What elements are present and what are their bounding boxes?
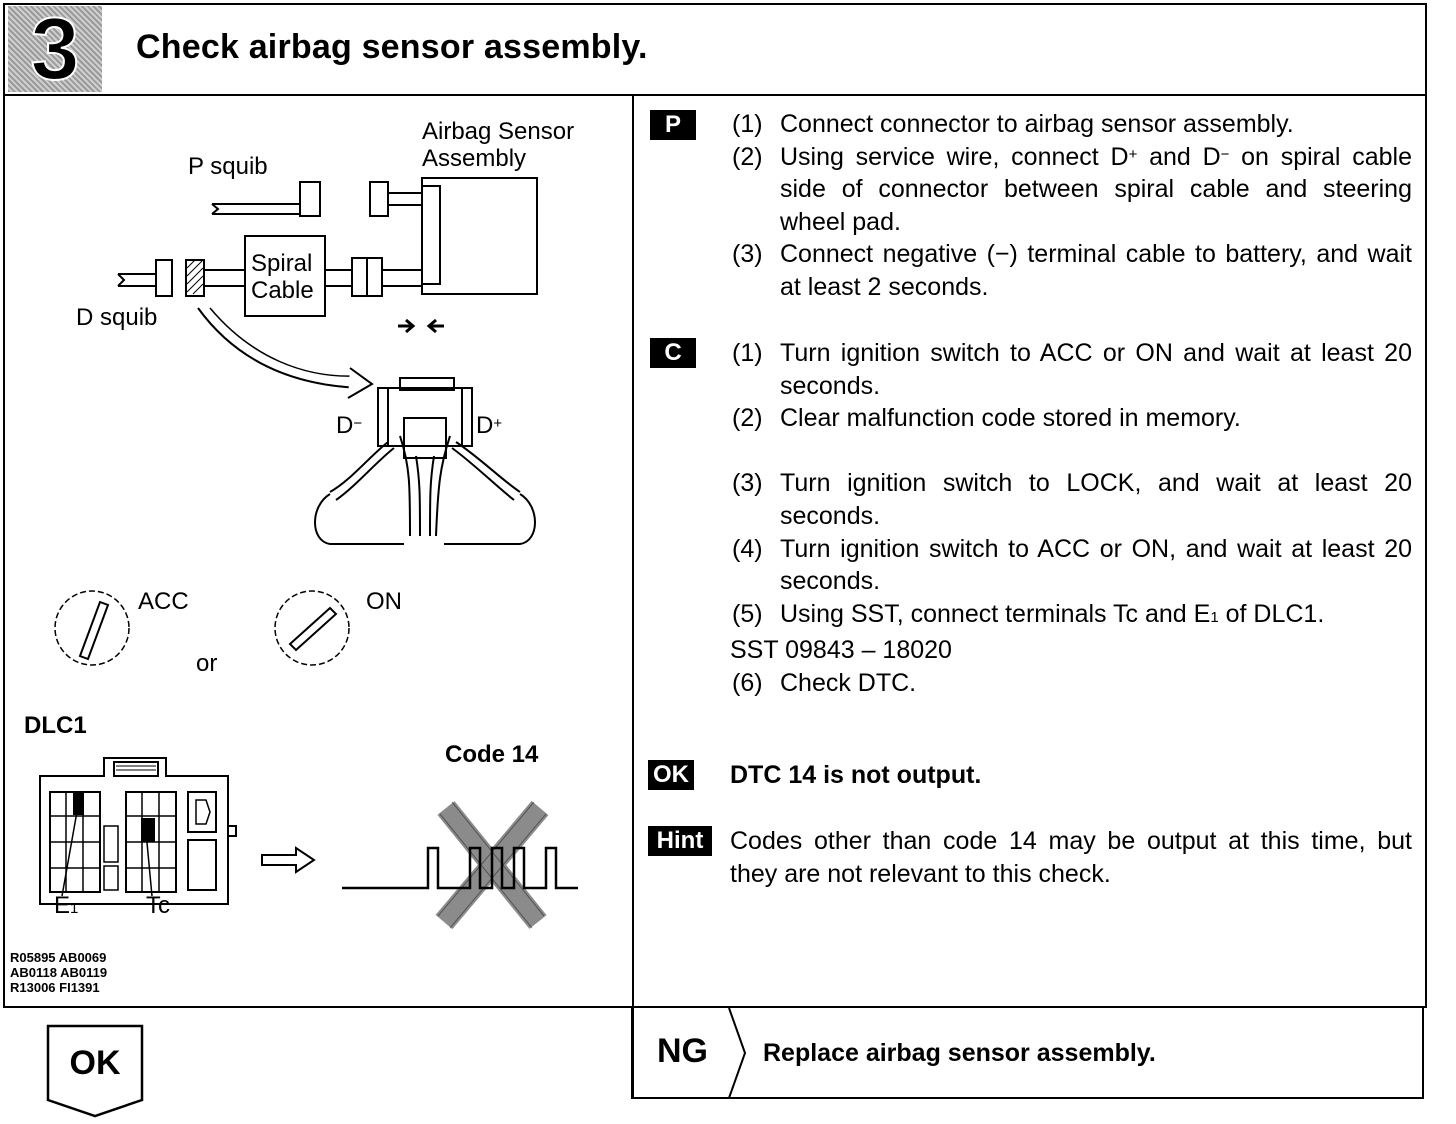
step-text-part: of DLC1. [1218,599,1325,628]
code14-label: Code 14 [445,741,539,768]
figure-reference-codes: R05895 AB0069 AB0118 AB0119 R13006 FI139… [10,950,107,995]
dlc1-label: DLC1 [24,712,87,739]
step-text: Connect negative (−) terminal cable to b… [780,240,1412,301]
ok-flow-box: OK [46,1024,146,1120]
step-num: (5) [732,599,763,628]
on-label: ON [366,588,402,615]
d-plus-letter: D [476,412,494,439]
step-num: (2) [732,404,763,433]
step-num: (2) [732,142,763,171]
step-text-part: Using SST, connect terminals Tc and E [780,599,1211,628]
acc-label: ACC [138,588,189,615]
check-steps: (1) Turn ignition switch to ACC or ON an… [730,337,1412,700]
e1-label: E1 [54,892,78,922]
hint-text: Codes other than code 14 may be output a… [730,827,1412,888]
or-label: or [196,650,218,677]
column-divider [632,95,634,1098]
hint-tag: Hint [648,826,712,856]
list-item: (5) Using SST, connect terminals Tc and … [732,598,1412,635]
subscript: 1 [1210,608,1219,626]
step-text-part: and D [1137,142,1221,171]
ng-action-text: Replace airbag sensor assembly. [763,1039,1156,1067]
superscript: + [1128,145,1138,163]
ok-flow-label: OK [69,1044,121,1082]
e1-sub: 1 [70,900,79,917]
p-squib-label: P squib [188,153,268,180]
ref-code: AB0118 AB0119 [10,965,108,980]
superscript: − [1220,145,1230,163]
step-text-part: on spiral cable side of connector betwee… [780,142,1412,236]
step-num: (3) [732,469,763,498]
list-item: (3) Connect negative (−) terminal cable … [732,238,1412,303]
sst-number: SST 09843 – 18020 [730,636,952,665]
ok-result-text: DTC 14 is not output. [730,761,982,789]
spacer [732,435,1412,468]
step-text: Clear malfunction code stored in memory. [780,404,1241,433]
prep-tag: P [650,110,696,140]
list-item: (1) Turn ignition switch to ACC or ON an… [732,337,1412,402]
step-num: (1) [732,110,763,138]
ok-flow-arrow-shape [46,1024,144,1118]
step-text: Connect connector to airbag sensor assem… [780,110,1294,138]
step-text: Turn ignition switch to ACC or ON, and w… [780,534,1412,596]
list-item: (2) Clear malfunction code stored in mem… [732,402,1412,435]
step-num: (1) [732,339,763,367]
d-minus-sup: − [353,415,363,432]
step-badge: 3 [8,0,102,98]
airbag-sensor-label-line1: Airbag Sensor [422,118,575,145]
ng-flow-label: NG [657,1032,708,1070]
step-num: (4) [732,534,763,563]
step-text: Using service wire, connect D+ and D− on… [780,141,1412,239]
d-minus-label: D− [336,412,362,439]
list-item: (3) Turn ignition switch to LOCK, and wa… [732,467,1412,532]
ref-code: R13006 FI1391 [10,980,100,995]
spiral-cable-label: Spiral Cable [251,250,314,304]
ok-tag: OK [648,760,694,790]
step-num: (3) [732,240,763,269]
d-plus-label: D+ [476,412,502,439]
step-text: Turn ignition switch to ACC or ON and wa… [780,339,1412,400]
d-minus-letter: D [336,412,354,439]
prep-steps: (1) Connect connector to airbag sensor a… [732,108,1412,304]
tc-label: Tc [146,892,170,919]
ng-flow-box: NG Replace airbag sensor assembly. [631,1006,1425,1100]
list-item: (6) Check DTC. [732,667,1412,700]
ng-flow-frame [631,1006,1424,1099]
check-tag: C [650,338,696,368]
step-number: 3 [30,0,81,98]
list-item: (2) Using service wire, connect D+ and D… [732,141,1412,239]
step-text-part: Using service wire, connect D [780,142,1129,171]
list-item: (4) Turn ignition switch to ACC or ON, a… [732,533,1412,598]
airbag-sensor-label: Airbag Sensor Assembly [422,118,574,172]
step-text: Turn ignition switch to LOCK, and wait a… [780,469,1412,530]
step-num: (6) [732,668,763,697]
list-item: (1) Connect connector to airbag sensor a… [732,108,1412,141]
step-text: Using SST, connect terminals Tc and E1 o… [780,598,1412,635]
ref-code: R05895 AB0069 [10,950,107,965]
spiral-label-line1: Spiral [251,250,313,277]
airbag-sensor-label-line2: Assembly [422,145,527,172]
e1-letter: E [54,892,71,919]
d-squib-label: D squib [76,304,158,331]
wiring-diagram [39,177,578,930]
page-title: Check airbag sensor assembly. [136,28,648,66]
d-plus-sup: + [493,415,503,432]
step-text: Check DTC. [780,668,917,697]
spiral-label-line2: Cable [251,277,314,304]
